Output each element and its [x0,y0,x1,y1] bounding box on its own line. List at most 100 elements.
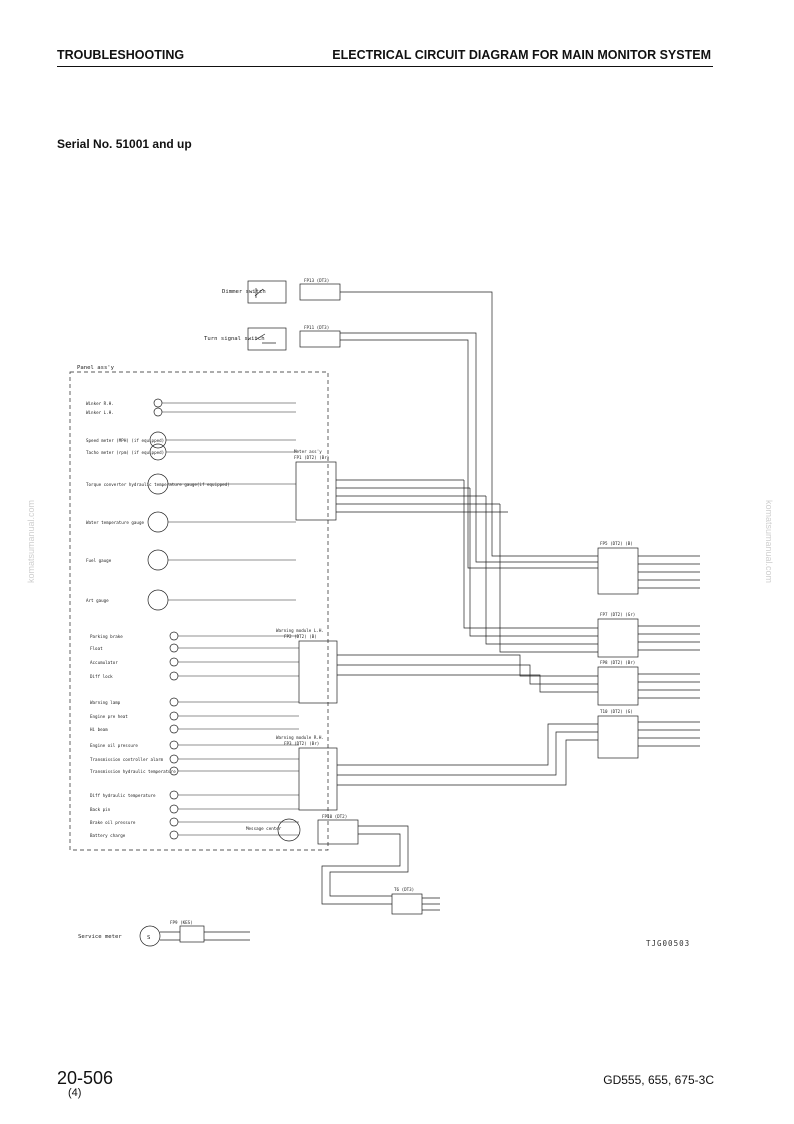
fp9-out-wires [204,931,250,941]
left-components-group: Winker R.H. Winker L.H. Speed meter (MPH) … [86,398,296,611]
lamp-sensor-label: Battery charge [90,833,126,838]
dimmer-switch-symbol [254,288,264,298]
warning-rh-label: Warning module R.H. [276,735,324,740]
bus-fp10-t6 [321,825,409,905]
lamp-sensor-label: Transmission controller alarm [90,757,164,762]
gauge-symbol [147,511,169,533]
bus-fp8 [337,654,598,693]
fp10-label: FP10 (DT2) [322,814,347,819]
gauge-symbol [153,398,163,408]
left-component-label: Fuel gauge [86,558,112,563]
bus-turn-2 [340,339,598,569]
fp7-label: FP7 (DT2) (Gr) [600,612,635,617]
meter-assy-label: Meter ass'y [294,449,322,454]
sensor-symbol [169,754,179,764]
sensor-symbol [169,790,179,800]
fp8-label: FP8 (DT2) (Br) [600,660,635,665]
sensor-symbol [169,697,179,707]
fp10-connector [317,819,359,845]
fp5-connector [597,547,639,595]
lamp-sensor-label: Back pin [90,807,111,812]
meter-connector-label: FP1 (DT2) (Br) [294,455,329,460]
figure-code: TJG00503 [646,939,690,948]
left-component-label: Water temperature gauge [86,520,144,525]
lamp-sensor-label: Diff lock [90,674,113,679]
meter-assy-box [295,461,337,521]
left-component-label: Winker R.H. [86,401,114,406]
bus-fp7 [463,480,598,653]
serial-heading: Serial No. 51001 and up [57,137,192,151]
bus-t10 [337,723,598,786]
lamp-sensor-label: Transmission hydraulic temperature [90,769,176,774]
lamp-sensor-label: Float [90,646,103,651]
header-rule [57,66,713,67]
fp7-connector [597,618,639,658]
sensor-symbol [169,711,179,721]
t6-out-wires [422,897,440,911]
service-meter-wires [160,931,180,941]
lamp-sensor-label: Parking brake [90,634,123,639]
warning-lh-box [298,640,338,704]
gauge-symbol [147,589,169,611]
lamp-sensor-label: Engine oil pressure [90,743,138,748]
fp8-connector [597,666,639,706]
lamp-sensor-label: Engine pre heat [90,714,128,719]
bus-turn-1 [340,332,598,563]
gauge-symbol [153,407,163,417]
left-component-label: Winker L.H. [86,410,114,415]
sensor-symbol [169,631,179,641]
lamp-sensor-label: Hi beam [90,727,108,732]
sensor-symbol [169,657,179,667]
warning-lh-label: Warning module L.H. [276,628,324,633]
bus-meter-out [336,479,508,513]
left-component-label: Tacho meter (rpm) (if equipped) [86,450,164,455]
panel-assy-box [69,371,329,851]
message-center-circle [277,818,301,842]
fp7-out-wires [638,625,700,651]
turn-switch-symbol [254,333,276,344]
header-page-title: ELECTRICAL CIRCUIT DIAGRAM FOR MAIN MONI… [332,48,711,62]
sensor-symbol [169,643,179,653]
dimmer-switch-box [247,280,287,304]
lamp-sensor-label: Accumulator [90,660,118,665]
t10-connector [597,715,639,759]
t6-label: T6 (DT3) [394,887,414,892]
fp5-label: FP5 (DT2) (B) [600,541,633,546]
fp13-connector [299,283,341,301]
dimmer-switch-label: Dimmer switch [222,289,266,295]
sensor-symbol [169,830,179,840]
fp13-label: FP13 (DT3) [304,278,329,283]
bus-dimmer [340,291,598,557]
lamp-sensor-label: Warning lamp [90,700,121,705]
sensor-symbol [169,740,179,750]
diagram-static-frame [69,280,700,947]
t6-connector [391,893,423,915]
panel-assy-label: Panel ass'y [77,365,115,371]
warning-rh-connector-label: FP3 (DT2) (Br) [284,741,319,746]
model-numbers: GD555, 655, 675-3C [603,1073,714,1087]
left-component-label: Speed meter (MPH) (if equipped) [86,438,164,443]
warning-lh-connector-label: FP2 (DT2) (B) [284,634,317,639]
sensor-symbol [169,724,179,734]
fp9-label: FP9 (KES) [170,920,193,925]
fp9-connector [179,925,205,943]
turn-switch-box [247,327,287,351]
fp5-out-wires [638,555,700,589]
fp11-connector [299,330,341,348]
lamp-sensor-label: Brake oil pressure [90,820,136,825]
warning-rh-box [298,747,338,811]
left-component-label: Art gauge [86,598,109,603]
t10-out-wires [638,721,700,747]
fp8-out-wires [638,673,700,699]
sensor-symbol [169,817,179,827]
service-meter-circle [139,925,161,947]
service-meter-symbol: S [147,935,150,941]
sensor-symbol [169,671,179,681]
fp11-label: FP11 (DT3) [304,325,329,330]
service-meter-label: Service meter [78,934,122,940]
gauge-symbol [147,549,169,571]
page-number: 20-506 [57,1068,114,1088]
sensor-symbol [169,804,179,814]
